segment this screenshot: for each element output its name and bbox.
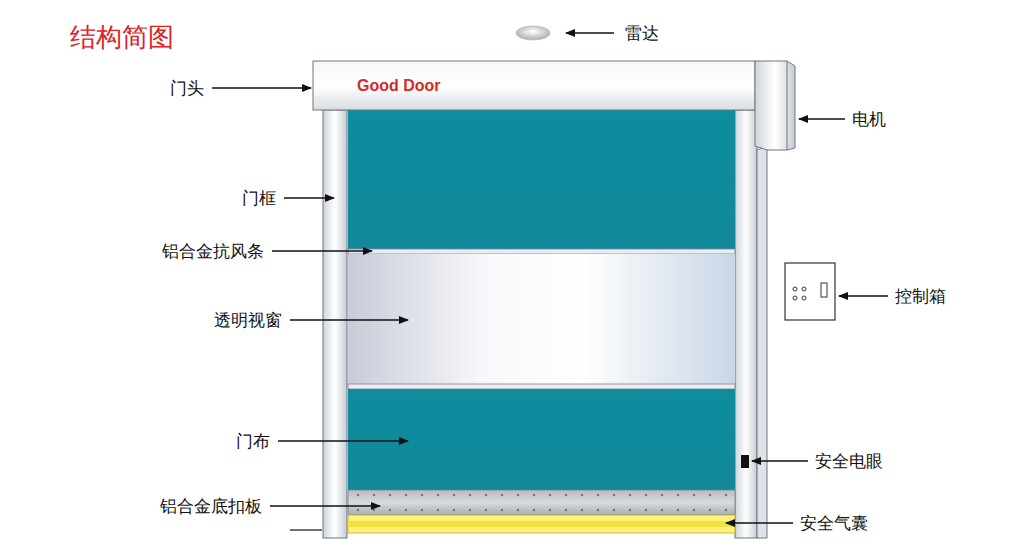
ground-line — [290, 530, 322, 531]
brand-panel: Good Door — [313, 61, 755, 110]
safety-airbag — [348, 515, 735, 533]
part-label: 电机 — [852, 109, 886, 129]
door-curtain — [348, 110, 735, 490]
motor — [755, 61, 795, 150]
diagram-title: 结构简图 — [70, 22, 174, 53]
part-label: 铝合金抗风条 — [162, 241, 264, 261]
part-label: 门布 — [236, 431, 270, 451]
brand-name: Good Door — [357, 77, 755, 95]
leader-lines — [212, 33, 888, 523]
door-frame — [323, 110, 767, 538]
bottom-plate — [348, 490, 735, 515]
part-label: 安全电眼 — [815, 451, 883, 471]
safety-photo-eye — [741, 455, 749, 468]
part-label: 透明视窗 — [214, 310, 282, 330]
part-label: 控制箱 — [895, 286, 946, 306]
control-box — [785, 263, 835, 320]
part-label: 铝合金底扣板 — [160, 496, 262, 516]
part-label: 雷达 — [625, 23, 659, 43]
radar — [516, 26, 550, 40]
part-label: 门头 — [170, 78, 204, 98]
part-label: 安全气囊 — [800, 513, 868, 533]
door-head — [313, 61, 755, 110]
part-label: 门框 — [242, 188, 276, 208]
